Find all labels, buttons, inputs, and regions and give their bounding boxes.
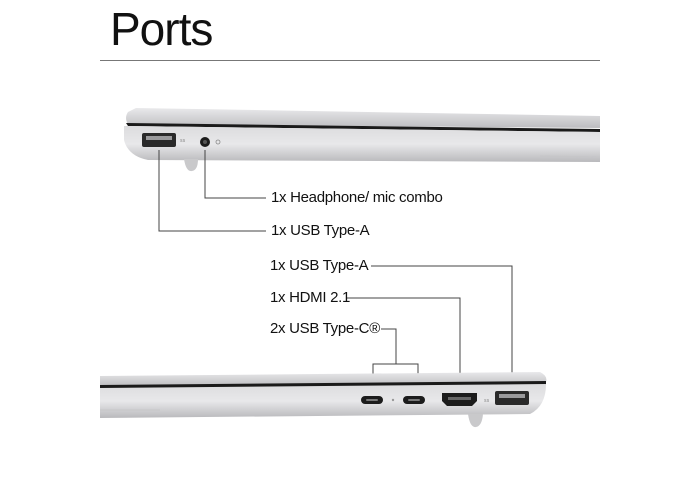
- laptop-right-side: ss: [100, 372, 547, 428]
- usb-a-port-left: ss: [142, 133, 186, 147]
- leader-lines-left: [158, 150, 266, 232]
- usb-c-port-1: [361, 396, 383, 404]
- laptop-left-seam: [126, 123, 600, 132]
- headphone-jack: [200, 137, 221, 147]
- title-divider: [100, 60, 600, 61]
- status-led: [391, 398, 395, 402]
- label-usb-type-a-left: 1x USB Type-A: [271, 222, 370, 239]
- hdmi-port: [442, 393, 477, 406]
- svg-text:ss: ss: [484, 398, 490, 404]
- label-usb-type-a-right: 1x USB Type-A: [270, 257, 369, 274]
- page-title: Ports: [110, 3, 213, 55]
- laptop-left-lid: [126, 108, 600, 128]
- laptop-right-foot: [468, 414, 483, 428]
- laptop-right-base: [100, 384, 546, 418]
- usb-a-port-right: ss: [484, 391, 529, 405]
- usb-c-port-2: [403, 396, 425, 404]
- label-headphone-mic-combo: 1x Headphone/ mic combo: [271, 189, 443, 206]
- label-usb-type-c: 2x USB Type-C®: [270, 320, 380, 337]
- laptop-left-side: ss: [124, 108, 601, 172]
- laptop-left-foot: [184, 159, 198, 172]
- laptop-left-base: [124, 126, 600, 162]
- label-hdmi: 1x HDMI 2.1: [270, 289, 351, 306]
- svg-text:ss: ss: [180, 138, 186, 144]
